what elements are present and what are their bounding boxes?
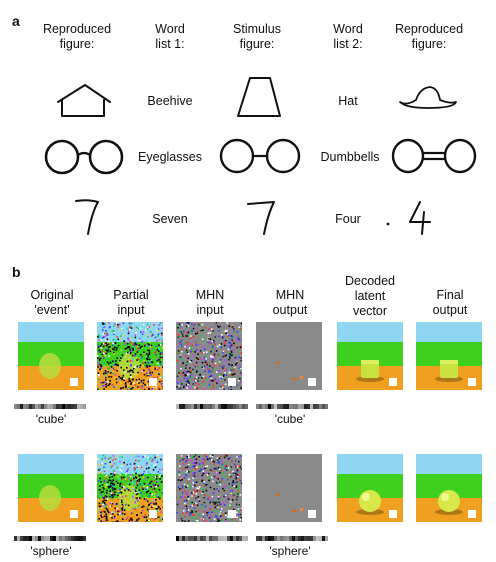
header-partial-input: Partial input <box>113 288 149 317</box>
latent-code-strip <box>256 536 328 541</box>
two-circles-figure <box>219 138 301 174</box>
decoded-latent-tile-sphere <box>337 454 403 522</box>
seven-sketch <box>75 199 99 235</box>
four-sketch <box>386 201 431 235</box>
partial-input-tile-cube <box>97 322 163 390</box>
trapezoid-figure <box>237 77 281 117</box>
header-reproduced-figure-right: Reproduced figure: <box>394 22 464 51</box>
latent-code-strip <box>176 536 248 541</box>
mhn-input-tile-sphere <box>176 454 242 522</box>
header-word-list-2: Word list 2: <box>333 22 363 51</box>
latent-code-strip <box>14 536 86 541</box>
word-seven: Seven <box>152 212 188 226</box>
original-event-tile-sphere <box>18 454 84 522</box>
header-final-output: Final output <box>432 288 468 317</box>
header-stimulus-figure: Stimulus figure: <box>233 22 281 51</box>
mhn-output-tile-cube <box>256 322 322 390</box>
final-output-tile-sphere <box>416 454 482 522</box>
mhn-input-tile-cube <box>176 322 242 390</box>
latent-code-strip <box>14 404 86 409</box>
caption-mid-sphere: 'sphere' <box>269 544 311 558</box>
hat-sketch <box>399 86 457 109</box>
eyeglasses-sketch <box>44 139 124 175</box>
latent-code-strip <box>256 404 328 409</box>
word-dumbbells: Dumbbells <box>320 150 380 164</box>
panel-b-label: b <box>12 264 21 280</box>
header-mhn-output: MHN output <box>272 288 308 317</box>
header-decoded-latent-vector: Decoded latent vector <box>344 274 396 318</box>
seven-like-figure <box>247 201 275 235</box>
word-eyeglasses: Eyeglasses <box>138 150 202 164</box>
header-mhn-input: MHN input <box>195 288 225 317</box>
decoded-latent-tile-cube <box>337 322 403 390</box>
word-four: Four <box>335 212 361 226</box>
beehive-sketch <box>57 84 111 117</box>
word-beehive: Beehive <box>147 94 193 108</box>
header-original-event: Original 'event' <box>30 288 74 317</box>
partial-input-tile-sphere <box>97 454 163 522</box>
word-hat: Hat <box>338 94 358 108</box>
caption-left-cube: 'cube' <box>35 412 67 426</box>
panel-a-label: a <box>12 13 20 29</box>
mhn-output-tile-sphere <box>256 454 322 522</box>
latent-code-strip <box>176 404 248 409</box>
header-word-list-1: Word list 1: <box>155 22 185 51</box>
dumbbells-sketch <box>391 138 477 174</box>
header-reproduced-figure-left: Reproduced figure: <box>42 22 112 51</box>
caption-left-sphere: 'sphere' <box>30 544 72 558</box>
final-output-tile-cube <box>416 322 482 390</box>
original-event-tile-cube <box>18 322 84 390</box>
caption-mid-cube: 'cube' <box>274 412 306 426</box>
